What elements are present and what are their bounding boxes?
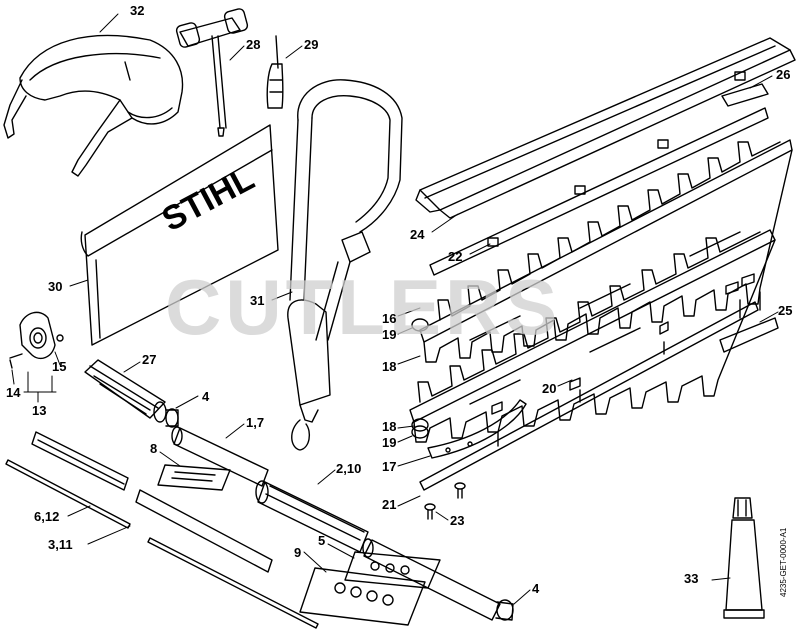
part-label-1-7: 1,7 [246, 415, 265, 430]
lower-bar-part [419, 301, 759, 491]
part-label-14: 14 [6, 385, 21, 400]
part-label-20: 20 [542, 381, 557, 396]
part-label-21: 21 [382, 497, 397, 512]
part-label-5: 5 [318, 533, 326, 548]
part-label-23: 23 [450, 513, 465, 528]
grease-tube-part [723, 497, 765, 619]
part-label-32: 32 [130, 3, 145, 18]
combination-wrench-part [175, 8, 249, 137]
guide-plate-part [411, 318, 527, 459]
label-part-8 [157, 464, 231, 491]
drawing-code: 4235-GET-0000-A1 [779, 527, 788, 597]
watermark: CUTLERS [165, 263, 562, 351]
part-label-17: 17 [382, 459, 397, 474]
part-label-30: 30 [48, 279, 63, 294]
part-label-18-top: 18 [382, 359, 397, 374]
part-label-29: 29 [304, 37, 319, 52]
part-label-25: 25 [778, 303, 793, 318]
leader-lines [11, 13, 779, 605]
part-label-9: 9 [294, 545, 302, 560]
part-label-4-top: 4 [202, 389, 210, 404]
drive-tube-part [135, 489, 319, 629]
upper-bar-part [429, 71, 769, 276]
part-label-16: 16 [382, 311, 397, 326]
gear-bracket-part [719, 273, 779, 353]
screwdriver-part [266, 35, 284, 109]
part-label-15: 15 [52, 359, 67, 374]
part-label-26: 26 [776, 67, 791, 82]
tube-part-1-7 [171, 426, 269, 487]
screws-part [424, 482, 466, 520]
shoulder-strap-part [287, 79, 403, 451]
blade-cover-part [415, 37, 796, 219]
part-label-33: 33 [684, 571, 699, 586]
pipe-part-5 [362, 538, 501, 621]
grip-sleeve-part [255, 480, 369, 553]
drive-shaft-part [5, 431, 131, 529]
warning-label-part [299, 551, 441, 626]
sleeve-part-top [165, 408, 179, 428]
part-label-19-bottom: 19 [382, 435, 397, 450]
grip-part [84, 359, 167, 423]
sleeve-part-bottom [495, 599, 514, 621]
part-label-22: 22 [448, 249, 463, 264]
part-label-27: 27 [142, 352, 157, 367]
part-label-8: 8 [150, 441, 158, 456]
part-label-13: 13 [32, 403, 47, 418]
part-label-2-10: 2,10 [336, 461, 362, 476]
part-label-4-bottom: 4 [532, 581, 540, 596]
safety-glasses-part [3, 34, 184, 177]
stihl-logo: STIHL [156, 159, 261, 239]
part-label-18-bottom: 18 [382, 419, 397, 434]
part-label-19-top: 19 [382, 327, 397, 342]
part-label-28: 28 [246, 37, 261, 52]
part-label-24: 24 [410, 227, 425, 242]
handle-clamp-part [9, 311, 64, 369]
part-label-31: 31 [250, 293, 265, 308]
cutter-blade-upper [419, 139, 793, 363]
part-label-3-11: 3,11 [48, 537, 73, 552]
cutter-blade-lower [409, 229, 776, 443]
part-label-6-12: 6,12 [34, 509, 60, 524]
